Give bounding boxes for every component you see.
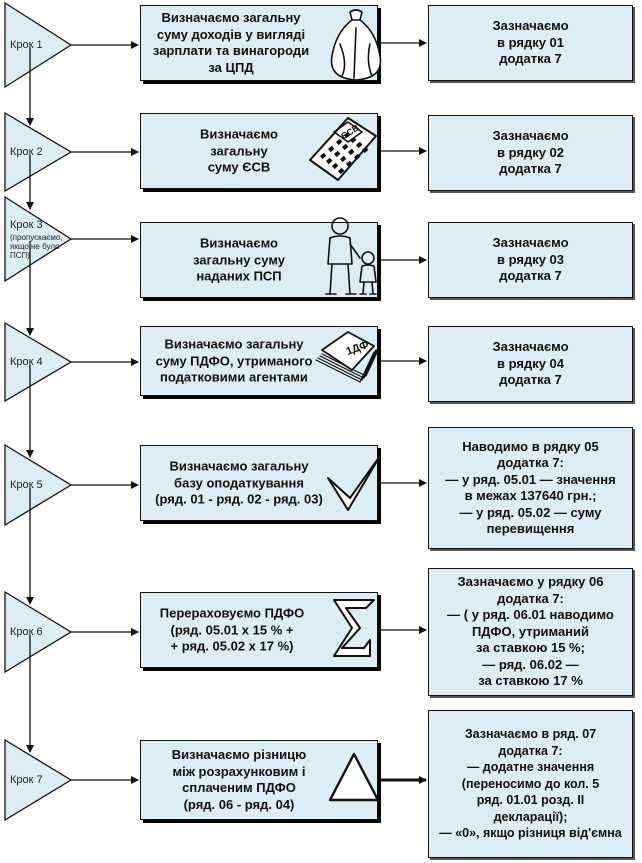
step-2-result-box: Зазначаємо в рядку 02 додатка 7	[428, 115, 633, 191]
step-7-action-box: Визначаємо різницю між розрахунковим і с…	[140, 740, 378, 820]
delta-icon	[328, 752, 380, 802]
documents-icon: 1ДФ	[315, 331, 378, 383]
step-label-text: Крок 1	[10, 39, 43, 51]
step-3-result-box: Зазначаємо в рядку 03 додатка 7	[428, 222, 633, 298]
step-2-label: Крок 2	[10, 146, 43, 158]
result-text: Зазначаємо в ряд. 07 додатка 7: — додатн…	[439, 727, 622, 841]
result-text: Зазначаємо в рядку 01 додатка 7	[492, 18, 569, 67]
action-text: Визначаємо загальну суму ЄСВ	[200, 126, 278, 175]
action-text: Визначаємо загальну суму ПДФО, утриманог…	[155, 336, 313, 385]
action-text: Визначаємо загальну суму доходів у вигля…	[152, 10, 310, 75]
step-6-action-box: Перераховуємо ПДФО (ряд. 05.01 х 15 % + …	[140, 592, 378, 668]
step-4-triangle	[4, 321, 73, 403]
step-5-action-box: Визначаємо загальну базу оподаткування (…	[140, 445, 378, 521]
step-5-result-box: Наводимо в рядку 05 додатка 7: — у ряд. …	[428, 427, 633, 549]
step-7-result-box: Зазначаємо в ряд. 07 додатка 7: — додатн…	[428, 710, 633, 858]
parent-child-icon	[325, 217, 377, 295]
step-7-label: Крок 7	[10, 774, 43, 786]
step-1-label: Крок 1	[10, 39, 43, 51]
step-7-triangle	[4, 738, 73, 822]
step-label-text: Крок 2	[10, 146, 43, 158]
step-label-text: Крок 4	[10, 356, 43, 368]
step-6-triangle	[4, 590, 73, 674]
action-text: Визначаємо різницю між розрахунковим і с…	[171, 747, 307, 812]
step-label-text: Крок 3	[10, 219, 43, 231]
step-note: (пропускаємо, якщо не було ПСП)	[10, 233, 63, 260]
step-3-triangle	[4, 195, 73, 283]
checkmark-icon	[327, 455, 381, 511]
step-1-triangle	[4, 1, 73, 89]
result-text: Зазначаємо в рядку 02 додатка 7	[492, 128, 569, 177]
step-label-text: Крок 6	[10, 626, 43, 638]
result-text: Зазначаємо в рядку 03 додатка 7	[492, 235, 569, 284]
step-5-label: Крок 5	[10, 479, 43, 491]
step-4-result-box: Зазначаємо в рядку 04 додатка 7	[428, 326, 633, 402]
step-2-triangle	[4, 111, 73, 193]
action-text: Перераховуємо ПДФО (ряд. 05.01 х 15 % + …	[159, 605, 305, 654]
step-label-text: Крок 7	[10, 774, 43, 786]
result-text: Наводимо в рядку 05 додатка 7: — у ряд. …	[445, 438, 616, 537]
result-text: Зазначаємо в рядку 04 додатка 7	[492, 339, 569, 388]
step-5-triangle	[4, 443, 73, 527]
step-4-label: Крок 4	[10, 356, 43, 368]
step-3-action-box: Визначаємо загальну суму наданих ПСП	[140, 222, 378, 298]
step-1-result-box: Зазначаємо в рядку 01 додатка 7	[428, 5, 633, 81]
step-label-text: Крок 5	[10, 479, 43, 491]
sack-icon	[330, 9, 382, 81]
action-text: Визначаємо загальну суму наданих ПСП	[192, 235, 286, 284]
step-6-label: Крок 6	[10, 626, 43, 638]
step-3-label: Крок 3 (пропускаємо, якщо не було ПСП)	[10, 219, 63, 260]
calculator-icon: ЄСВ	[309, 117, 377, 181]
sigma-icon	[333, 599, 375, 657]
result-text: Зазначаємо у рядку 06 додатка 7: — ( у р…	[447, 574, 614, 689]
action-text: Визначаємо загальну базу оподаткування (…	[155, 458, 323, 507]
step-6-result-box: Зазначаємо у рядку 06 додатка 7: — ( у р…	[428, 568, 633, 696]
